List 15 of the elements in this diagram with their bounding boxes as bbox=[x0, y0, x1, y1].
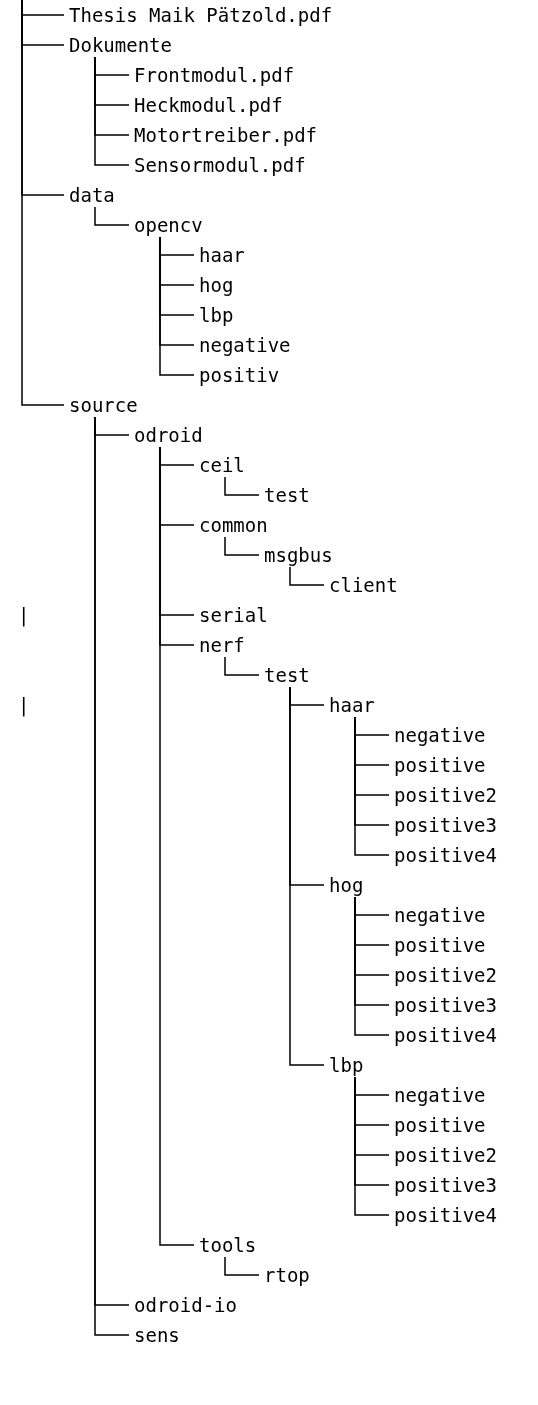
tree-connector bbox=[354, 1076, 390, 1216]
tree-connector bbox=[224, 656, 260, 676]
stray-bar-glyph: | bbox=[18, 693, 30, 717]
tree-connector bbox=[224, 536, 260, 556]
tree-connector bbox=[354, 896, 390, 1036]
tree-connector bbox=[224, 476, 260, 496]
stray-bar-glyph: | bbox=[18, 603, 30, 627]
tree-connector bbox=[159, 236, 195, 376]
tree-connector bbox=[289, 566, 325, 586]
tree-connector bbox=[94, 56, 130, 166]
tree-connector bbox=[289, 686, 325, 1066]
tree-connector bbox=[94, 206, 130, 226]
tree-connector bbox=[224, 1256, 260, 1276]
tree-connector bbox=[354, 716, 390, 856]
tree-connector bbox=[21, 0, 65, 406]
